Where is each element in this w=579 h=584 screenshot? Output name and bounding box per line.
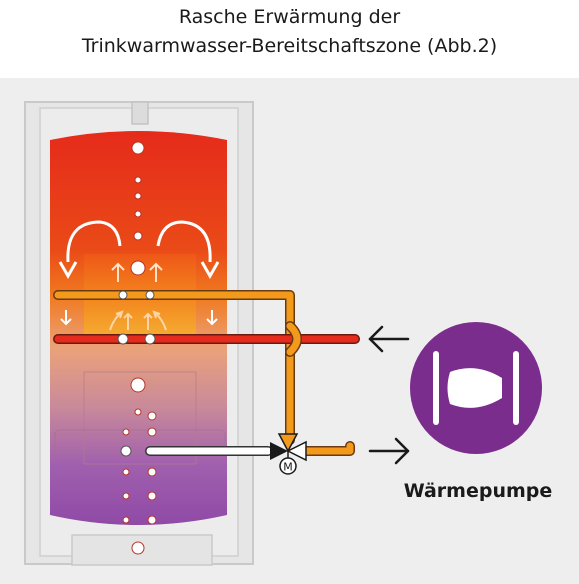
inner-exchanger-outline [54,429,226,453]
diagram-title-line-2: Trinkwarmwasser-Bereitschaftszone (Abb.2… [81,35,498,57]
storage-tank-diagram: M [24,101,542,566]
heat-pump-outlet-pipe [295,441,355,456]
heat-pump-icon [410,322,542,454]
valve-motor: M [279,457,297,475]
arrow-right-icon [368,437,410,465]
lower-coil-outline [83,371,197,465]
arrow-left-icon [368,325,410,353]
supply-pipe-orange [53,290,295,445]
valve-motor-label: M [283,461,293,474]
three-way-valve [270,433,307,462]
circulation-arrow-right [156,220,220,280]
diagram-title-line-1: Rasche Erwärmung der [178,6,401,28]
descending-arrows [60,310,218,326]
pipe-connection-dots [117,290,156,457]
rising-heat-arrows [109,262,167,331]
circulation-arrow-left [58,220,122,280]
pipe-crossover-bridge [285,321,302,357]
heat-pump-label: Wärmepumpe [403,480,553,502]
